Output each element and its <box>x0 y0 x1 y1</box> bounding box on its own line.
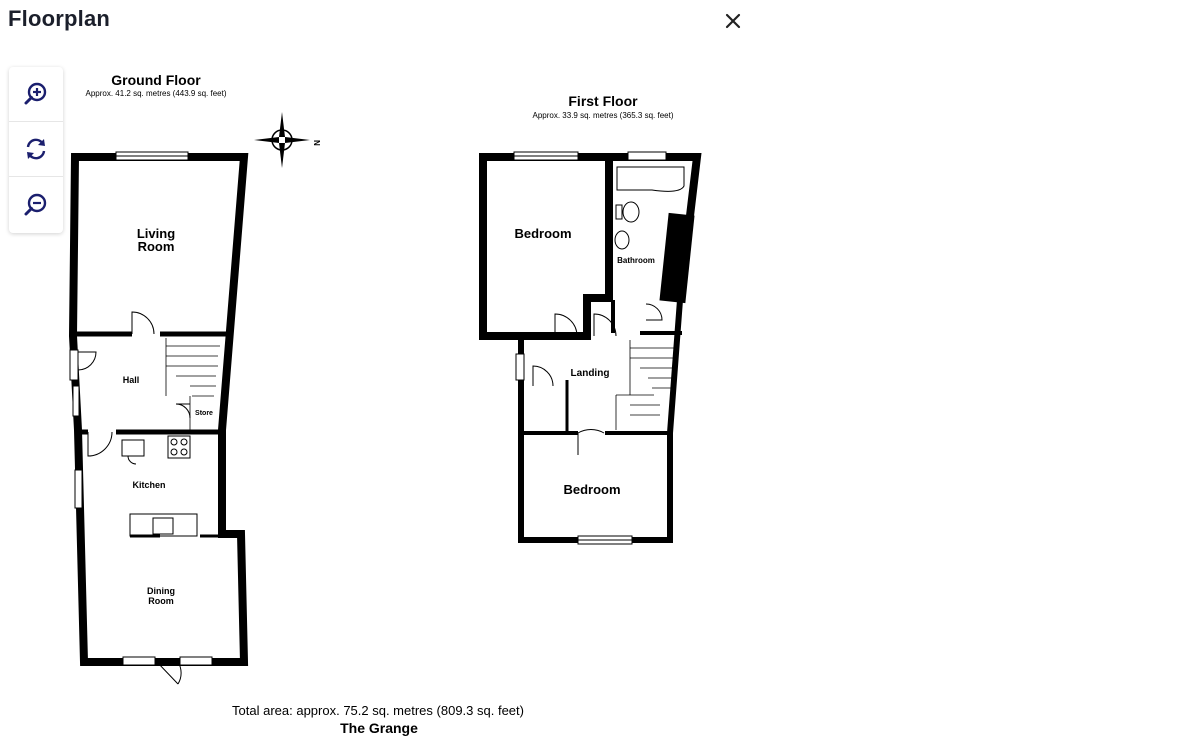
landing-label: Landing <box>571 368 610 379</box>
hall-label: Hall <box>123 375 140 385</box>
ground-floor-walls <box>68 153 249 666</box>
kitchen-fixtures <box>129 435 198 537</box>
bathroom-fixtures <box>614 166 685 250</box>
zoom-in-icon <box>24 82 47 105</box>
bathroom-label: Bathroom <box>617 256 655 265</box>
zoom-out-icon <box>24 193 47 216</box>
first-floor-windows <box>513 151 667 545</box>
first-floor-doors <box>532 303 663 455</box>
close-button[interactable] <box>720 8 746 34</box>
zoom-toolbar <box>9 67 63 233</box>
ground-floor-stairs <box>165 338 220 430</box>
zoom-in-button[interactable] <box>9 67 63 122</box>
total-area-text: Total area: approx. 75.2 sq. metres (809… <box>232 703 524 718</box>
bedroom-1-label: Bedroom <box>514 226 571 241</box>
ground-floor-area: Approx. 41.2 sq. metres (443.9 sq. feet) <box>86 89 227 98</box>
close-icon <box>725 13 741 29</box>
chimney-breast <box>659 212 695 304</box>
dining-room-label-1: Dining <box>147 586 175 596</box>
page-title: Floorplan <box>8 6 111 31</box>
ground-floor-title: Ground Floor <box>111 72 201 88</box>
reset-view-button[interactable] <box>9 122 63 177</box>
dining-room-label-2: Room <box>148 596 174 606</box>
living-room-label-1: Living <box>137 226 175 241</box>
first-floor-title: First Floor <box>568 93 638 109</box>
reset-icon <box>26 138 46 160</box>
bedroom-2-label: Bedroom <box>563 482 620 497</box>
zoom-out-button[interactable] <box>9 178 63 232</box>
property-name: The Grange <box>340 720 418 736</box>
ground-floor-doors <box>77 311 191 685</box>
first-floor-area: Approx. 33.9 sq. metres (365.3 sq. feet) <box>533 111 674 120</box>
store-label: Store <box>195 410 213 417</box>
living-room-label-2: Room <box>138 239 175 254</box>
kitchen-label: Kitchen <box>132 480 165 490</box>
ground-floor-windows <box>69 151 213 666</box>
compass-icon <box>254 112 310 168</box>
compass-label: N <box>312 140 321 146</box>
first-floor-stairs <box>615 340 676 430</box>
